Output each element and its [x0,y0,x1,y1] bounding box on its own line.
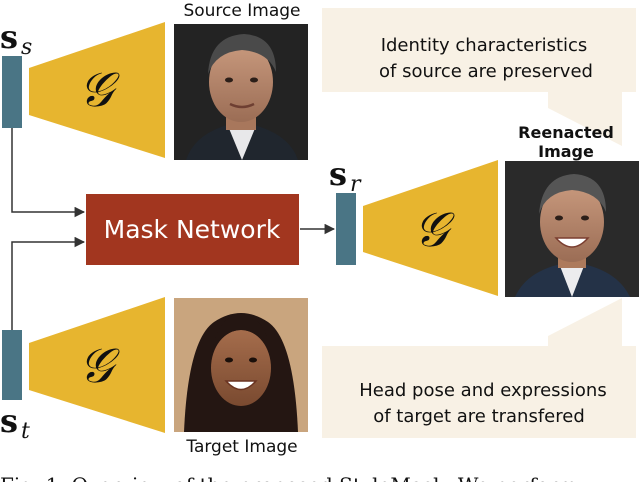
source-latent-label: s s [0,18,32,60]
target-image [174,298,308,432]
target-latent-subscript: t [21,419,30,444]
identity-callout-line1: Identity characteristics [381,35,588,56]
target-to-mask-connector [11,236,86,330]
mask-network-label: Mask Network [104,215,281,244]
source-generator-symbol: 𝒢 [79,62,120,118]
target-latent-letter: s [0,402,18,440]
target-latent-bar [2,330,22,400]
reenacted-latent-subscript: r [350,172,362,197]
source-image-title: Source Image [183,1,300,21]
source-image [174,24,308,160]
pose-callout-line1: Head pose and expressions [359,380,606,401]
pose-callout-line2: of target are transfered [373,406,585,427]
reenacted-generator-symbol: 𝒢 [414,202,455,258]
reenacted-latent-bar [336,193,356,265]
mask-network-box [86,194,299,265]
source-latent-letter: s [0,18,18,56]
target-image-title: Target Image [185,437,297,457]
reenacted-generator [363,160,498,296]
reenacted-image [505,161,639,297]
reenacted-latent-label: s r [329,155,362,197]
target-generator [29,297,165,433]
source-to-mask-connector [11,128,86,218]
pose-callout: Head pose and expressions of target are … [322,298,636,438]
source-latent-bar [2,56,22,128]
source-latent-subscript: s [21,35,32,60]
reenacted-image-title-line1: Reenacted [518,123,614,142]
figure-caption: Fig. 1: Overview of the proposed StyleMa… [0,473,577,482]
target-latent-label: s t [0,402,30,444]
identity-callout: Identity characteristics of source are p… [322,8,636,146]
reenacted-latent-letter: s [329,155,347,193]
reenacted-image-title-line2: Image [538,142,594,161]
source-generator [29,22,165,158]
target-generator-symbol: 𝒢 [79,338,120,394]
identity-callout-line2: of source are preserved [379,61,593,82]
